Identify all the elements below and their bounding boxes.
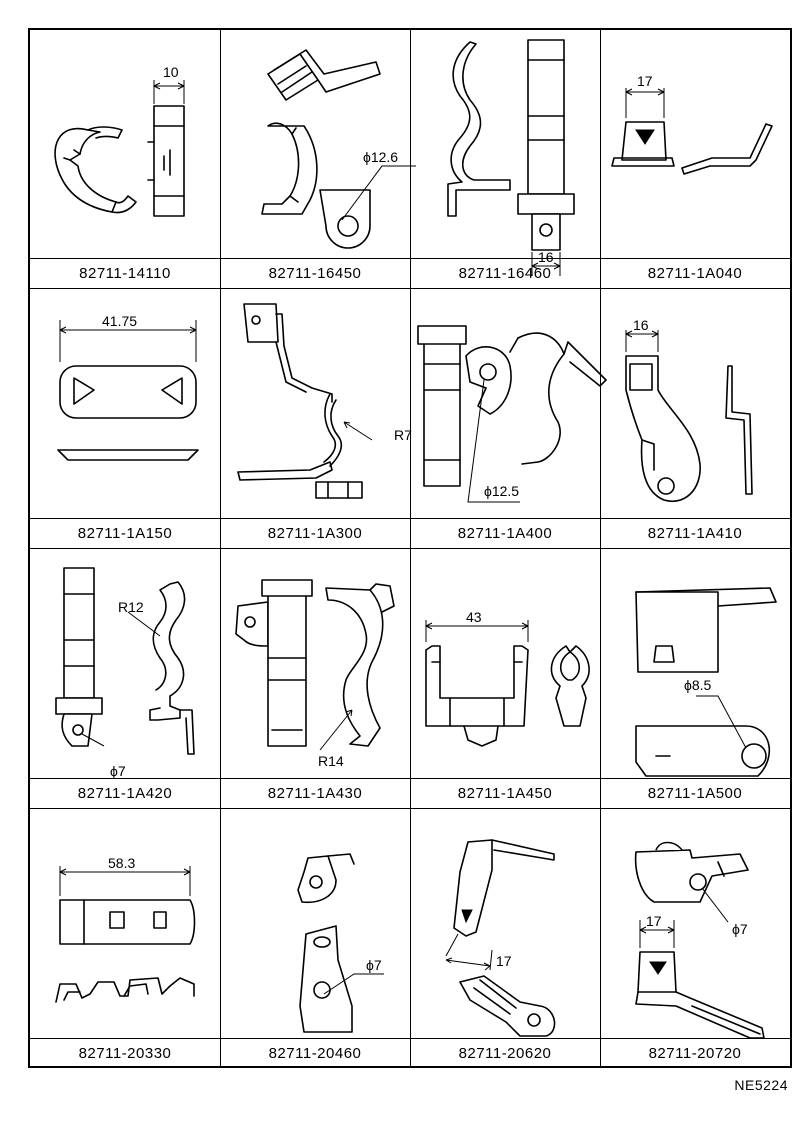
grid-line: [30, 548, 790, 549]
part-number: 82711-20460: [220, 1038, 410, 1070]
part-number: 82711-14110: [30, 258, 220, 290]
dimension-label: 41.75: [102, 313, 137, 329]
dimension-label: R14: [318, 753, 344, 769]
dimension-label: ϕ7: [110, 763, 126, 779]
dimension-label: ϕ12.5: [484, 483, 519, 499]
part-number: 82711-1A450: [410, 778, 600, 810]
part-number: 82711-1A430: [220, 778, 410, 810]
drawing-code: NE5224: [734, 1077, 788, 1093]
part-number: 82711-1A040: [600, 258, 790, 290]
clamp-illustration: 41.75: [57, 313, 199, 461]
clamp-illustration: ϕ12.6: [261, 49, 416, 249]
clamp-illustration: 16: [625, 317, 753, 503]
dimension-label: 10: [163, 64, 179, 80]
part-number: 82711-1A420: [30, 778, 220, 810]
dimension-label: 16: [633, 317, 649, 333]
dimension-label: 16: [538, 249, 554, 265]
clamp-illustration: R14: [235, 579, 395, 769]
part-number: 82711-1A410: [600, 518, 790, 550]
clamp-illustration: 58.3: [55, 855, 196, 1003]
part-number: 82711-16460: [410, 258, 600, 290]
dimension-label: 58.3: [108, 855, 135, 871]
dimension-label: 17: [637, 73, 653, 89]
clamp-illustration: R7: [237, 303, 412, 499]
part-number: 82711-20720: [600, 1038, 790, 1070]
dimension-label: 17: [496, 953, 512, 969]
dimension-label: R7: [394, 427, 412, 443]
clamp-illustration: ϕ7: [297, 853, 384, 1033]
dimension-label: R12: [118, 599, 144, 615]
clamp-illustration: ϕ12.5: [417, 325, 607, 503]
part-number: 82711-1A500: [600, 778, 790, 810]
clamp-illustration: 10: [54, 64, 185, 217]
dimension-label: ϕ12.6: [363, 149, 398, 165]
part-number: 82711-16450: [220, 258, 410, 290]
clamp-illustration: 17: [445, 839, 556, 1037]
grid-line: [30, 288, 790, 289]
part-number: 82711-20330: [30, 1038, 220, 1070]
dimension-label: 43: [466, 609, 482, 625]
clamp-illustration: 43: [425, 609, 590, 747]
clamp-illustration: 17 ϕ7: [634, 841, 765, 1039]
dimension-label: ϕ8.5: [684, 677, 712, 693]
clamp-illustration: 17: [611, 73, 773, 175]
part-number: 82711-1A150: [30, 518, 220, 550]
clamp-illustration: ϕ8.5: [635, 587, 777, 777]
clamp-illustration: 16: [447, 39, 575, 276]
clamp-illustration: R12 ϕ7: [55, 567, 195, 779]
parts-grid: 10 82711-14110 ϕ12.6 82711-16450 16: [28, 28, 792, 1068]
part-number: 82711-20620: [410, 1038, 600, 1070]
dimension-label: 17: [646, 913, 662, 929]
dimension-label: ϕ7: [732, 921, 748, 937]
grid-line: [30, 808, 790, 809]
part-number: 82711-1A400: [410, 518, 600, 550]
dimension-label: ϕ7: [366, 957, 382, 973]
part-number: 82711-1A300: [220, 518, 410, 550]
